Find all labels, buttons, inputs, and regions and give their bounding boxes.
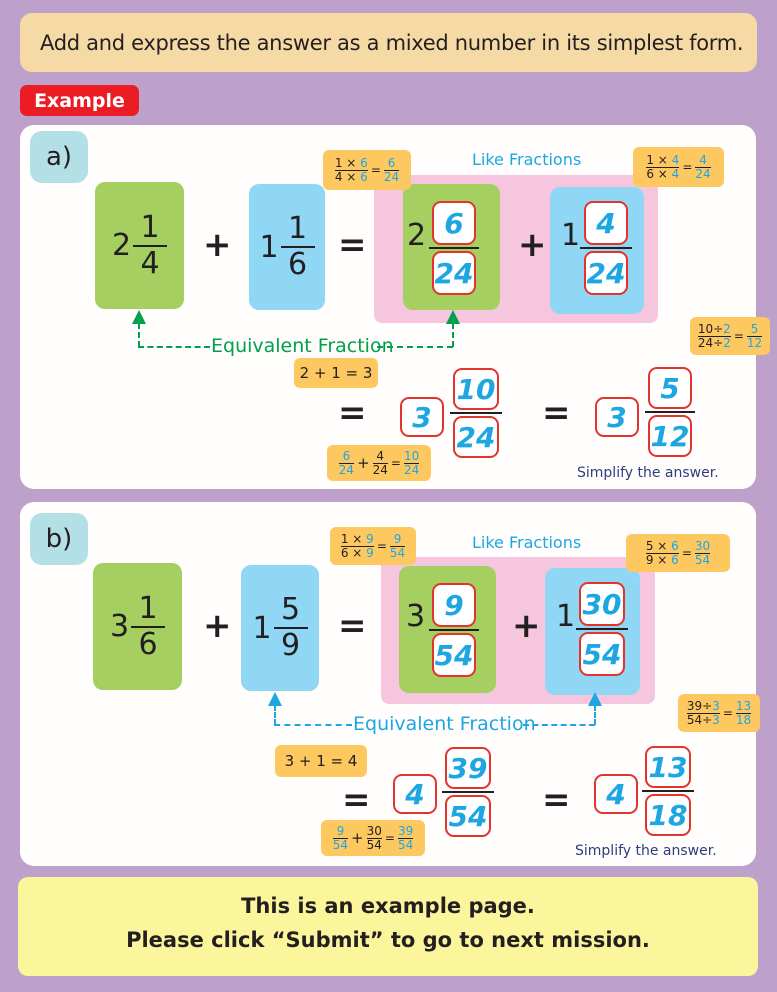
- whole: 1: [252, 610, 272, 646]
- instruction-banner: Add and express the answer as a mixed nu…: [20, 13, 757, 72]
- denominator-box: 54: [579, 632, 625, 676]
- plus-sign: +: [203, 225, 232, 265]
- numerator-box: 5: [648, 367, 692, 409]
- denominator-box: 54: [445, 795, 491, 837]
- numerator-box: 13: [645, 746, 691, 788]
- denominator-box: 12: [648, 415, 692, 457]
- footer-message: This is an example page. Please click “S…: [18, 877, 758, 976]
- whole: 2: [111, 228, 132, 263]
- simplify-label: Simplify the answer.: [575, 843, 717, 859]
- like-fractions-label: Like Fractions: [472, 150, 582, 169]
- denominator-box: 54: [432, 633, 476, 677]
- equals-sign: =: [542, 780, 571, 820]
- numerator-box: 9: [432, 583, 476, 627]
- like-2-fraction: 4 24: [580, 201, 632, 295]
- like-1-whole: 2: [407, 218, 427, 253]
- like-2-fraction: 30 54: [576, 582, 628, 676]
- numerator-box: 39: [445, 747, 491, 789]
- arrow-up-icon: [268, 692, 282, 706]
- plus-sign: +: [512, 606, 541, 646]
- simplified-fraction: 5 12: [645, 367, 695, 457]
- simplified-whole-box: 4: [594, 774, 638, 814]
- numerator-box: 4: [584, 201, 628, 245]
- denominator-box: 24: [453, 416, 499, 458]
- numerator-box: 10: [453, 368, 499, 410]
- denominator-box: 24: [432, 251, 476, 295]
- example-tag: Example: [20, 85, 139, 116]
- equivalent-fraction-label: Equivalent Fraction: [353, 713, 536, 735]
- whole-sum-callout: 2 + 1 = 3: [294, 358, 378, 388]
- instruction-text: Add and express the answer as a mixed nu…: [40, 30, 744, 55]
- denominator-box: 18: [645, 794, 691, 836]
- equivalent-fraction-label: Equivalent Fraction: [211, 335, 394, 357]
- sum-fraction: 10 24: [450, 368, 502, 458]
- simplified-whole-box: 3: [595, 397, 639, 437]
- arrow-up-icon: [588, 692, 602, 706]
- simplified-fraction: 13 18: [642, 746, 694, 836]
- like-1-fraction: 6 24: [429, 201, 479, 295]
- numerator-box: 6: [432, 201, 476, 245]
- denominator-box: 24: [584, 251, 628, 295]
- arrow-up-icon: [132, 310, 146, 324]
- problem-label: b): [30, 513, 88, 565]
- footer-line-1: This is an example page.: [241, 894, 535, 918]
- sum-whole-box: 3: [400, 397, 444, 437]
- like-2-whole: 1: [561, 218, 581, 253]
- equals-sign: =: [542, 393, 571, 433]
- like-1-whole: 3: [406, 599, 426, 634]
- plus-sign: +: [518, 225, 547, 265]
- sum-whole-box: 4: [393, 774, 437, 814]
- arrow-up-icon: [446, 310, 460, 324]
- equals-sign: =: [338, 393, 367, 433]
- like-2-whole: 1: [556, 599, 576, 634]
- like-1-fraction: 9 54: [429, 583, 479, 677]
- numerator-box: 30: [579, 582, 625, 626]
- footer-line-2: Please click “Submit” to go to next miss…: [126, 928, 650, 952]
- whole: 3: [109, 609, 130, 644]
- plus-sign: +: [203, 606, 232, 646]
- equals-sign: =: [342, 780, 371, 820]
- like-fractions-label: Like Fractions: [472, 533, 582, 552]
- whole: 1: [259, 229, 279, 265]
- equals-sign: =: [338, 225, 367, 265]
- equals-sign: =: [338, 606, 367, 646]
- sum-fraction: 39 54: [442, 747, 494, 837]
- whole-sum-callout: 3 + 1 = 4: [275, 745, 367, 777]
- simplify-label: Simplify the answer.: [577, 465, 719, 481]
- problem-label: a): [30, 131, 88, 183]
